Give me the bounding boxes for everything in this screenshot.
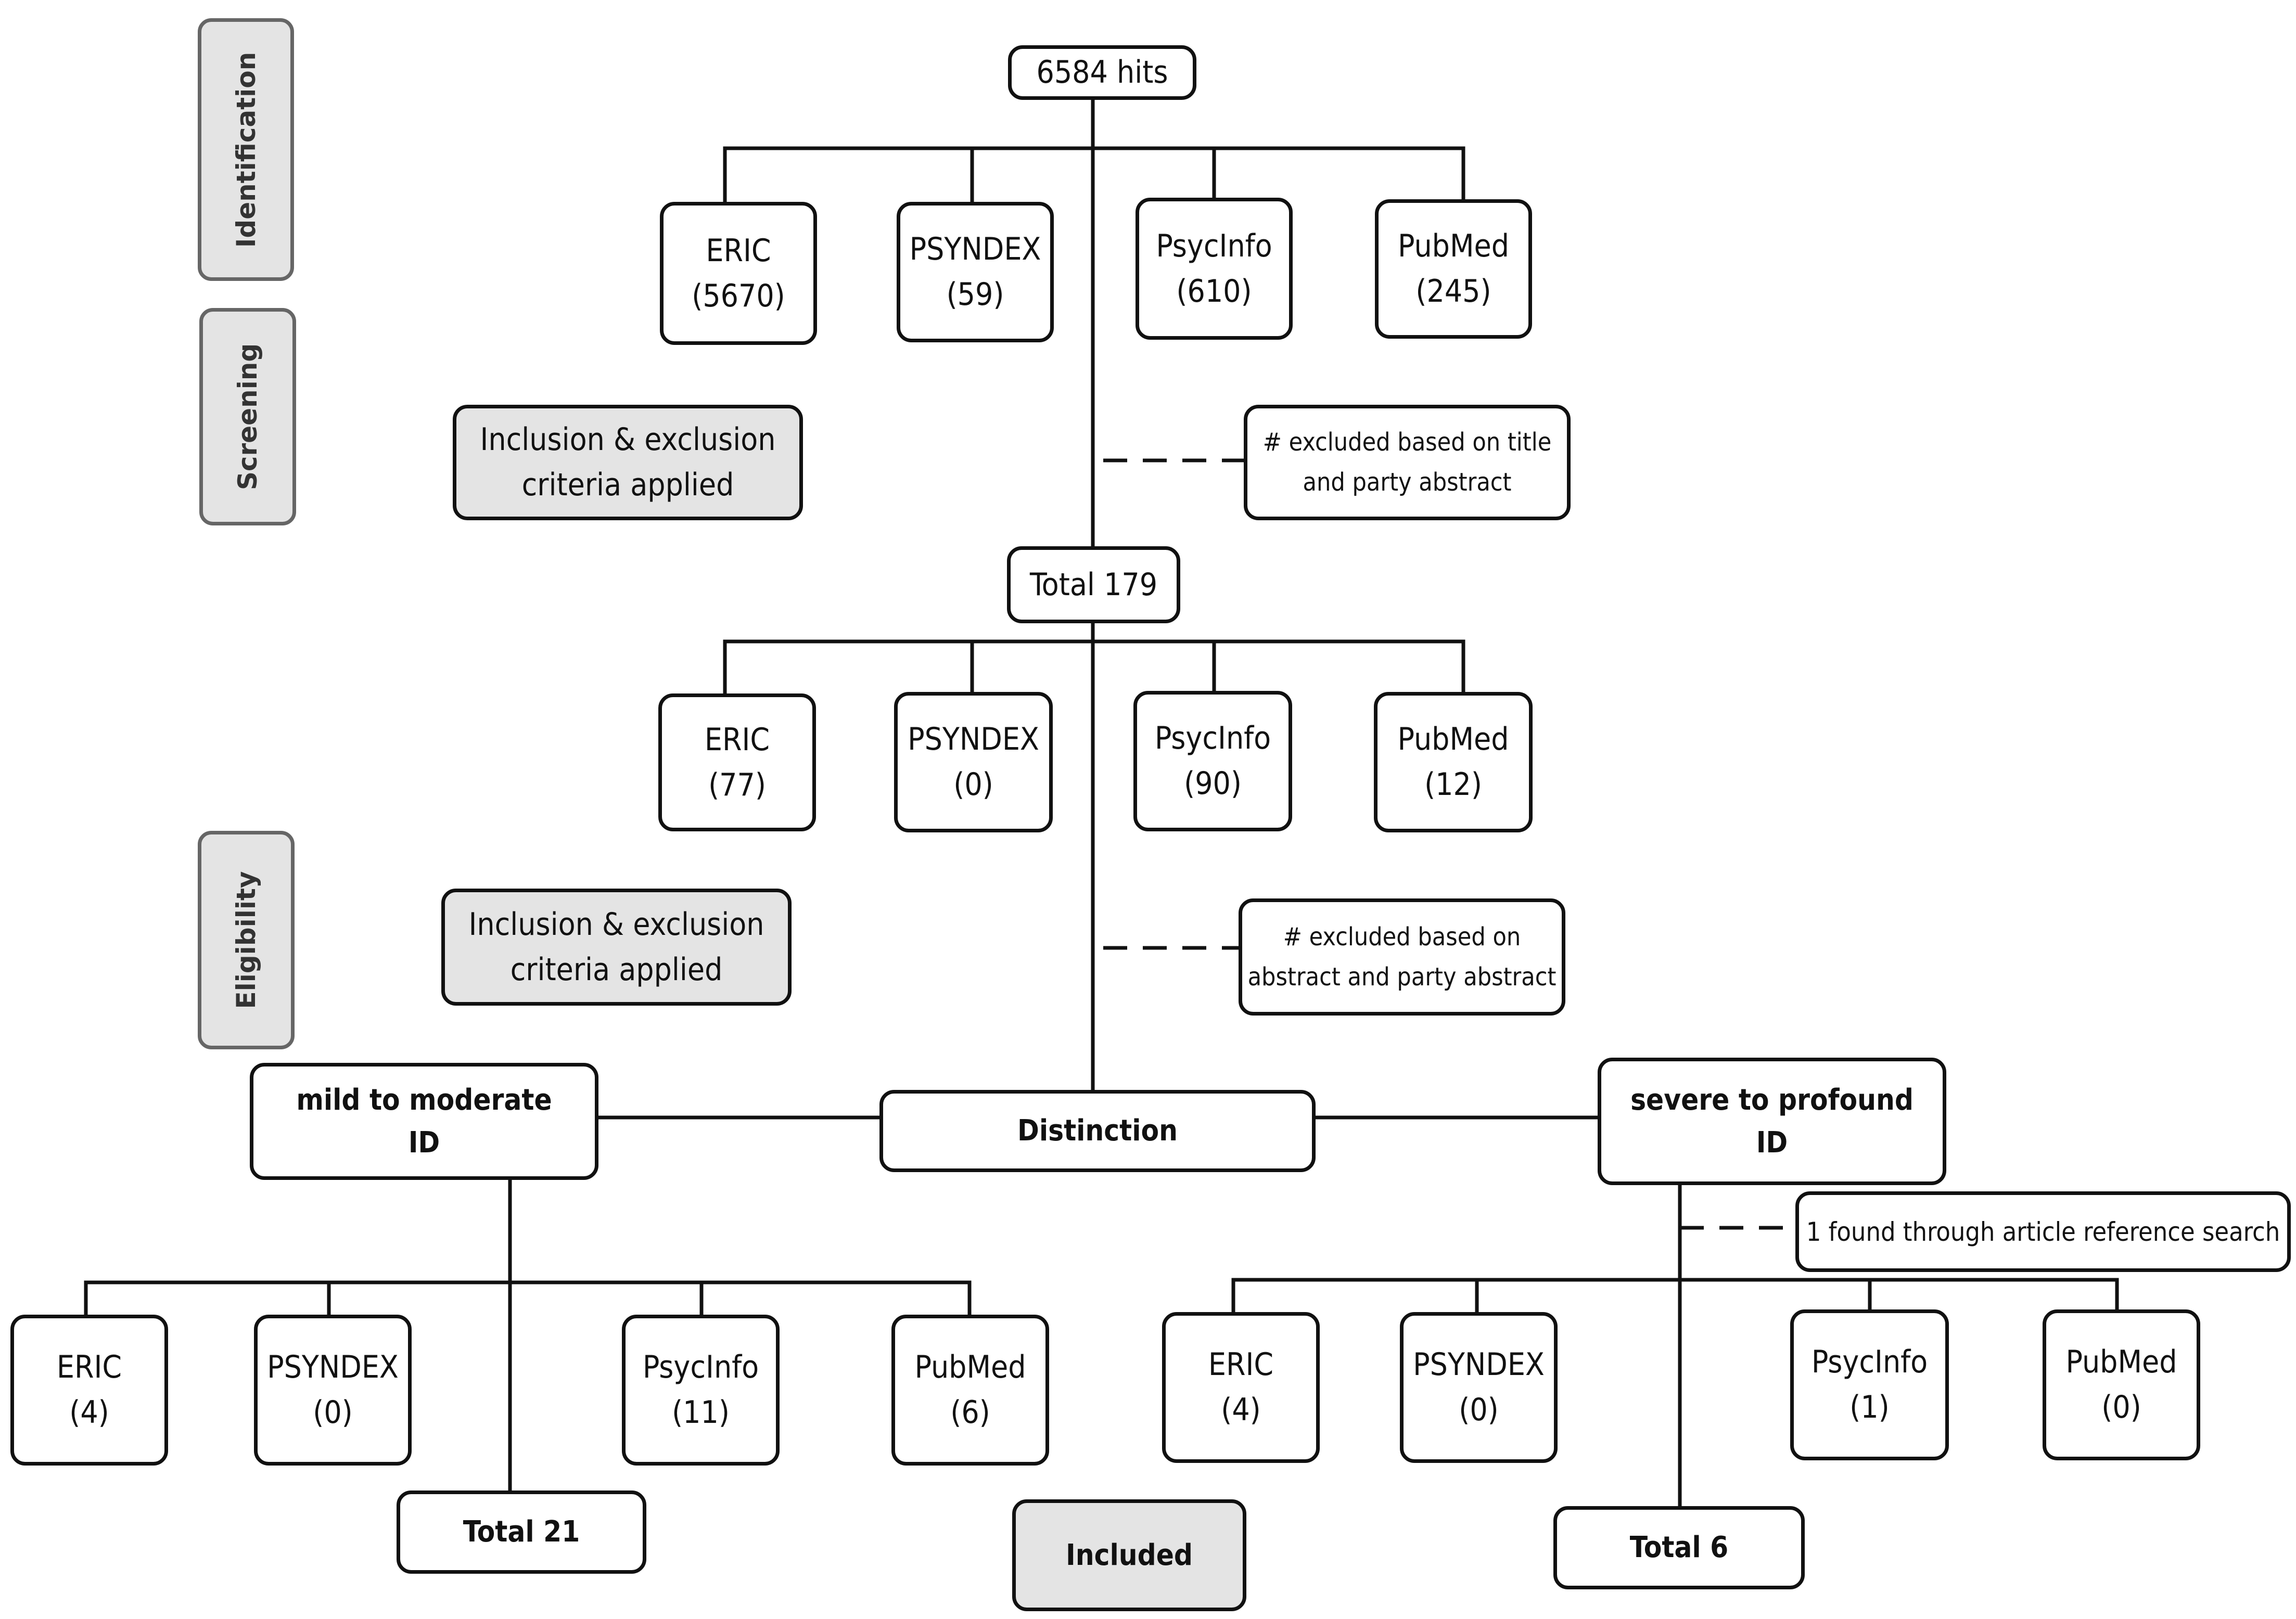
total-179-box: Total 179 — [1007, 546, 1180, 623]
source-count: (11) — [672, 1394, 730, 1431]
mild-to-moderate-box: mild to moderate ID — [250, 1063, 598, 1180]
distinction-box: Distinction — [879, 1090, 1316, 1172]
total-hits-label: 6584 hits — [1036, 54, 1168, 91]
screening-source-pubmed: PubMed (12) — [1374, 692, 1533, 832]
source-name: PubMed — [1397, 721, 1509, 757]
stage-tab-eligibility: Eligibility — [198, 831, 295, 1049]
source-count: (90) — [1184, 765, 1242, 802]
source-name: PubMed — [914, 1349, 1026, 1385]
severe-total-label: Total 6 — [1629, 1531, 1729, 1565]
eligibility-excluded-box: # excluded based on abstract and party a… — [1239, 898, 1565, 1016]
source-name: PSYNDEX — [909, 231, 1041, 267]
mild-group-line1: mild to moderate — [296, 1083, 552, 1117]
source-name: PsycInfo — [1154, 720, 1271, 756]
identification-source-psyndex: PSYNDEX (59) — [897, 202, 1054, 342]
mild-total-box: Total 21 — [397, 1490, 646, 1574]
mild-source-pubmed: PubMed (6) — [891, 1315, 1049, 1466]
source-name: ERIC — [704, 721, 770, 758]
source-name: PSYNDEX — [1413, 1346, 1545, 1383]
total-hits-box: 6584 hits — [1008, 45, 1196, 100]
source-count: (59) — [946, 276, 1004, 313]
severe-group-line1: severe to profound — [1630, 1083, 1914, 1117]
severe-total-box: Total 6 — [1553, 1506, 1805, 1589]
severe-source-psyndex: PSYNDEX (0) — [1400, 1312, 1558, 1463]
screening-excluded-line2: and party abstract — [1303, 468, 1512, 497]
source-count: (0) — [313, 1394, 353, 1431]
severe-source-eric: ERIC (4) — [1162, 1312, 1320, 1463]
mild-source-psycinfo: PsycInfo (11) — [622, 1315, 780, 1466]
screening-excluded-line1: # excluded based on title — [1262, 428, 1552, 457]
reference-search-note: 1 found through article reference search — [1806, 1216, 2280, 1247]
severe-source-psycinfo: PsycInfo (1) — [1790, 1309, 1949, 1460]
screening-excluded-box: # excluded based on title and party abst… — [1244, 405, 1571, 520]
included-box: Included — [1012, 1499, 1246, 1611]
eligibility-excluded-line2: abstract and party abstract — [1247, 962, 1557, 992]
source-name: PSYNDEX — [908, 721, 1039, 757]
source-count: (4) — [69, 1394, 109, 1431]
source-count: (6) — [950, 1394, 990, 1431]
source-count: (5670) — [692, 277, 785, 314]
screening-source-psycinfo: PsycInfo (90) — [1133, 691, 1292, 831]
source-count: (12) — [1424, 766, 1482, 803]
mild-source-eric: ERIC (4) — [10, 1315, 168, 1466]
source-name: PsycInfo — [1811, 1344, 1928, 1380]
eligibility-criteria-box: Inclusion & exclusion criteria applied — [441, 889, 792, 1006]
source-count: (0) — [1459, 1392, 1499, 1428]
source-name: ERIC — [706, 232, 771, 269]
screening-criteria-box: Inclusion & exclusion criteria applied — [453, 405, 803, 520]
eligibility-excluded-line1: # excluded based on — [1283, 922, 1521, 952]
stage-label-eligibility: Eligibility — [231, 871, 261, 1009]
source-name: PSYNDEX — [267, 1349, 399, 1385]
eligibility-criteria-line2: criteria applied — [510, 951, 723, 988]
source-count: (4) — [1221, 1392, 1261, 1428]
screening-source-eric: ERIC (77) — [658, 693, 816, 831]
total-179-label: Total 179 — [1029, 566, 1158, 603]
source-name: PsycInfo — [1156, 227, 1272, 264]
severe-group-line2: ID — [1756, 1125, 1788, 1160]
severe-to-profound-box: severe to profound ID — [1598, 1058, 1946, 1185]
mild-group-line2: ID — [408, 1125, 440, 1160]
identification-source-eric: ERIC (5670) — [660, 202, 817, 345]
identification-source-psycinfo: PsycInfo (610) — [1136, 198, 1293, 340]
screening-criteria-line1: Inclusion & exclusion — [480, 421, 776, 458]
screening-source-psyndex: PSYNDEX (0) — [894, 692, 1053, 832]
identification-source-pubmed: PubMed (245) — [1375, 199, 1532, 339]
included-label: Included — [1066, 1538, 1193, 1572]
source-count: (245) — [1415, 273, 1491, 310]
stage-tab-screening: Screening — [199, 308, 296, 525]
distinction-label: Distinction — [1017, 1114, 1178, 1148]
mild-source-psyndex: PSYNDEX (0) — [254, 1315, 412, 1466]
source-name: PubMed — [2065, 1344, 2177, 1380]
source-count: (1) — [1849, 1389, 1890, 1425]
stage-label-screening: Screening — [233, 343, 263, 491]
reference-search-box: 1 found through article reference search — [1795, 1191, 2291, 1272]
mild-total-label: Total 21 — [463, 1515, 580, 1549]
severe-source-pubmed: PubMed (0) — [2043, 1309, 2200, 1460]
source-name: PsycInfo — [642, 1349, 759, 1385]
screening-criteria-line2: criteria applied — [521, 467, 734, 503]
source-count: (610) — [1176, 273, 1252, 310]
source-name: ERIC — [1208, 1346, 1274, 1383]
stage-label-identification: Identification — [231, 52, 261, 248]
source-count: (0) — [953, 766, 993, 803]
source-name: ERIC — [56, 1349, 122, 1385]
stage-tab-identification: Identification — [198, 18, 294, 281]
source-count: (0) — [2101, 1389, 2141, 1425]
source-count: (77) — [708, 766, 766, 803]
eligibility-criteria-line1: Inclusion & exclusion — [468, 906, 764, 943]
source-name: PubMed — [1397, 228, 1510, 264]
